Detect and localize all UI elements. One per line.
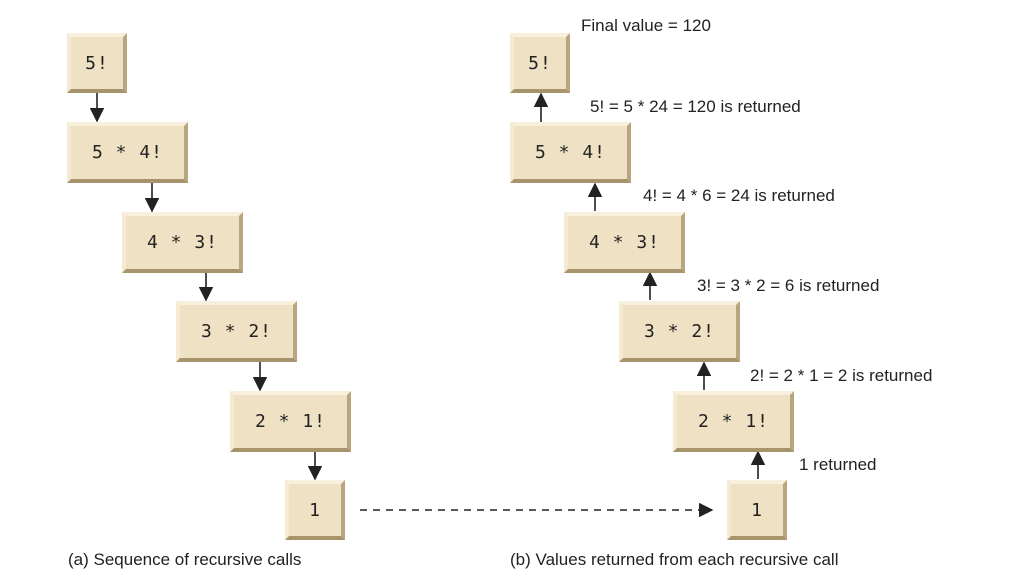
return-box-2-times-1: 2 * 1!	[673, 391, 794, 452]
return-box-5-factorial: 5!	[510, 33, 570, 93]
call-box-3-times-2: 3 * 2!	[176, 301, 297, 362]
return-label-2: 2! = 2 * 1 = 2 is returned	[750, 366, 933, 385]
caption-b: (b) Values returned from each recursive …	[510, 550, 839, 569]
call-box-5-factorial: 5!	[67, 33, 127, 93]
return-box-4-times-3: 4 * 3!	[564, 212, 685, 273]
return-box-3-times-2: 3 * 2!	[619, 301, 740, 362]
caption-a: (a) Sequence of recursive calls	[68, 550, 302, 569]
call-box-2-times-1: 2 * 1!	[230, 391, 351, 452]
return-box-5-times-4: 5 * 4!	[510, 122, 631, 183]
return-box-1: 1	[727, 480, 787, 540]
return-label-3: 3! = 3 * 2 = 6 is returned	[697, 276, 880, 295]
call-box-5-times-4: 5 * 4!	[67, 122, 188, 183]
call-box-1: 1	[285, 480, 345, 540]
call-box-4-times-3: 4 * 3!	[122, 212, 243, 273]
final-value-label: Final value = 120	[581, 16, 711, 35]
return-label-1: 1 returned	[799, 455, 877, 474]
return-label-5: 5! = 5 * 24 = 120 is returned	[590, 97, 801, 116]
return-label-4: 4! = 4 * 6 = 24 is returned	[643, 186, 835, 205]
